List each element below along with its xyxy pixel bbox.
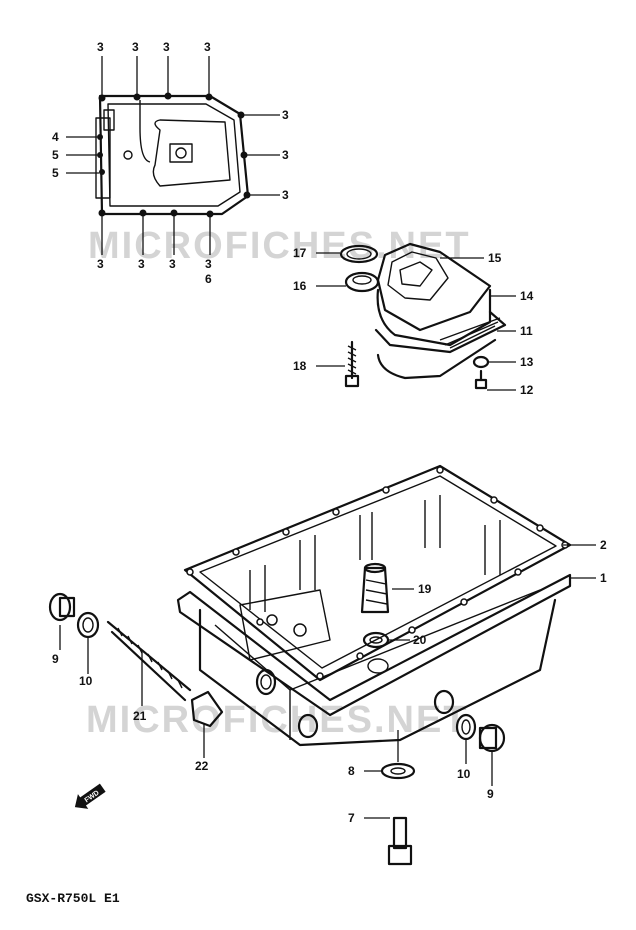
callout-15: 15 (488, 251, 502, 265)
callout-1: 1 (600, 571, 607, 585)
callout-13: 13 (520, 355, 534, 369)
right-side-parts (455, 713, 506, 753)
callout-14: 14 (520, 289, 534, 303)
fwd-arrow-icon: FWD (74, 783, 106, 809)
callout-5-a: 5 (52, 148, 59, 162)
callout-10-right: 10 (457, 767, 471, 781)
callout-3-bottom-1: 3 (97, 257, 104, 271)
callout-6: 6 (205, 272, 212, 286)
callout-7: 7 (348, 811, 355, 825)
callout-11: 11 (520, 324, 533, 338)
callout-16: 16 (293, 279, 307, 293)
callout-3-right-1: 3 (282, 108, 289, 122)
callout-12: 12 (520, 383, 534, 397)
drain-plug-parts (380, 730, 416, 866)
oil-pan-main (176, 464, 572, 747)
callout-3-top-3: 3 (163, 40, 170, 54)
callout-20: 20 (413, 633, 427, 647)
top-view-leaders (66, 56, 280, 255)
strainer-leaders (316, 252, 516, 391)
callout-22: 22 (195, 759, 209, 773)
oil-pan-top-view (95, 92, 251, 218)
left-side-parts (48, 592, 224, 728)
callout-3-top-2: 3 (132, 40, 139, 54)
oil-strainer-assembly (339, 242, 507, 390)
callout-3-right-3: 3 (282, 188, 289, 202)
callout-8: 8 (348, 764, 355, 778)
watermark-bottom: MICROFICHES.NET (86, 699, 469, 741)
model-label: GSX-R750L E1 (26, 891, 120, 906)
callout-9-right: 9 (487, 787, 494, 801)
callout-10-left: 10 (79, 674, 93, 688)
callout-18: 18 (293, 359, 307, 373)
callout-3-bottom-3: 3 (169, 257, 176, 271)
watermark-top: MICROFICHES.NET (88, 225, 471, 267)
fwd-label: FWD (84, 790, 101, 805)
callout-3-top-4: 3 (204, 40, 211, 54)
callout-4: 4 (52, 130, 59, 144)
callout-19: 19 (418, 582, 432, 596)
callout-21: 21 (133, 709, 147, 723)
main-pan-leaders (59, 544, 596, 819)
callout-3-bottom-4: 3 (205, 257, 212, 271)
callout-17: 17 (293, 246, 307, 260)
callout-3-top-1: 3 (97, 40, 104, 54)
callout-3-right-2: 3 (282, 148, 289, 162)
callout-9-left: 9 (52, 652, 59, 666)
callout-3-bottom-2: 3 (138, 257, 145, 271)
callout-2: 2 (600, 538, 607, 552)
callout-5-b: 5 (52, 166, 59, 180)
